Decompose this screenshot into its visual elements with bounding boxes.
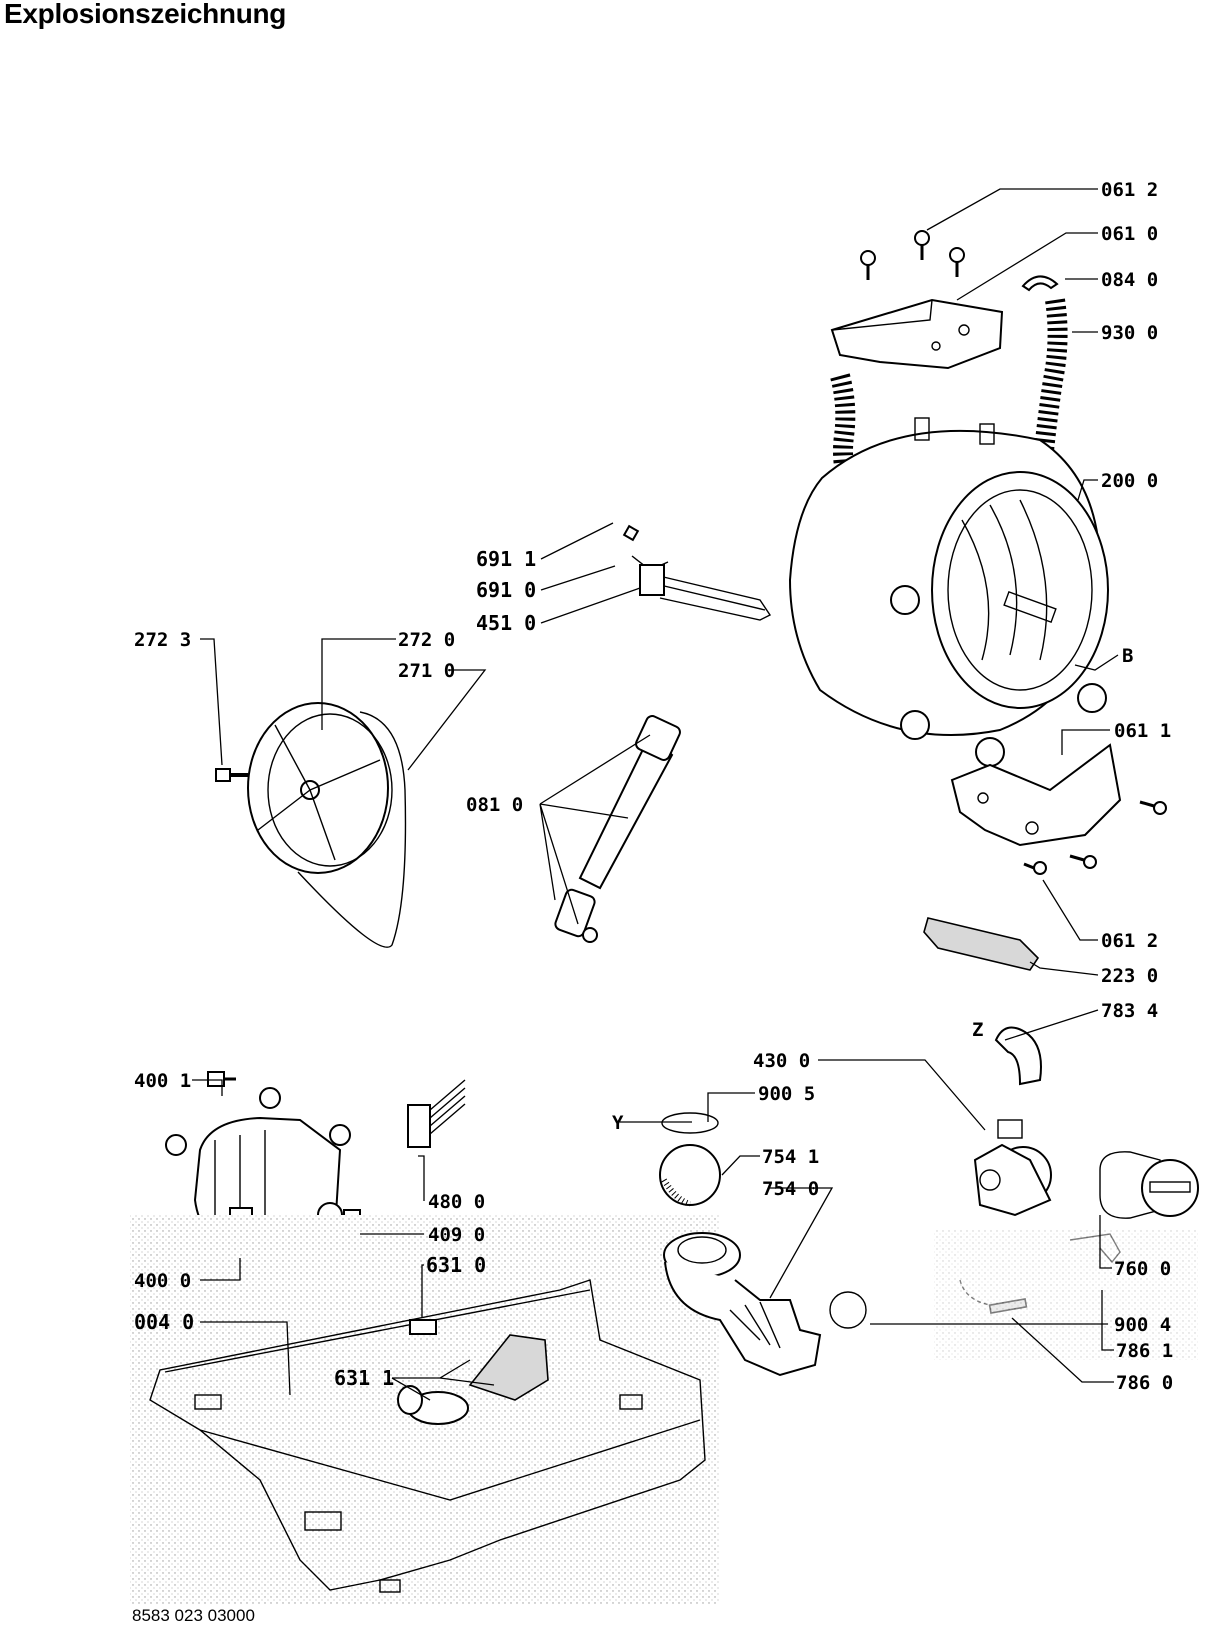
motor-connector [407,1079,466,1148]
document-number: 8583 023 03000 [132,1606,255,1625]
callout-754-0: 754 0 [762,1178,819,1200]
tub-screws [1023,800,1167,875]
callout-272-3: 272 3 [134,629,191,651]
pump-filter [1099,1151,1199,1219]
callout-061-2-bottom: 061 2 [1101,930,1158,952]
callout-631-1: 631 1 [334,1366,394,1390]
drain-pump [973,1119,1052,1217]
washer-tub [788,417,1109,767]
callout-004-0: 004 0 [134,1310,194,1334]
callout-084-0: 084 0 [1101,269,1158,291]
page-title: Explosionszeichnung [4,0,287,29]
callout-691-0: 691 0 [476,578,536,602]
callout-631-0: 631 0 [426,1253,486,1277]
callout-223-0: 223 0 [1101,965,1158,987]
callout-900-5: 900 5 [758,1083,815,1105]
callout-081-0: 081 0 [466,794,523,816]
callout-200-0: 200 0 [1101,470,1158,492]
callout-272-0: 272 0 [398,629,455,651]
callout-783-4: 783 4 [1101,1000,1158,1022]
pump-elbow-hose [994,1026,1042,1086]
clip-part [1021,275,1059,292]
counterweight-top [830,298,1004,370]
pulley-bolt [215,768,248,782]
drum-pulley [247,702,393,874]
callout-786-0: 786 0 [1116,1372,1173,1394]
callout-900-4: 900 4 [1114,1314,1171,1336]
filter-ring-and-ball [659,1112,721,1207]
callout-Z: Z [972,1019,983,1041]
sensor-part [934,1230,1198,1360]
callout-786-1: 786 1 [1116,1340,1173,1362]
callout-400-0: 400 0 [134,1270,191,1292]
callout-400-1: 400 1 [134,1070,191,1092]
lifter-paddle [923,917,1040,971]
leader-lines [192,188,1119,1401]
tub-weight-bottom [950,743,1122,847]
base-plate [130,1215,720,1605]
callout-451-0: 451 0 [476,611,536,635]
heater-element [622,524,772,621]
callout-480-0: 480 0 [428,1191,485,1213]
callout-Y: Y [612,1112,624,1134]
callout-760-0: 760 0 [1114,1258,1171,1280]
callout-labels: 061 2 061 0 084 0 930 0 200 0 B 061 1 06… [134,179,1173,1394]
callout-430-0: 430 0 [753,1050,810,1072]
callout-061-1: 061 1 [1114,720,1171,742]
drive-belt [297,711,407,948]
callout-691-1: 691 1 [476,547,536,571]
callout-271-0: 271 0 [398,660,455,682]
callout-930-0: 930 0 [1101,322,1158,344]
callout-061-0: 061 0 [1101,223,1158,245]
callout-754-1: 754 1 [762,1146,819,1168]
drain-hose [663,1232,822,1377]
callout-B: B [1122,645,1133,667]
callout-409-0: 409 0 [428,1224,485,1246]
hose-clamp [829,1291,867,1329]
top-screws [860,230,965,280]
suspension-springs [830,298,1068,567]
callout-061-2-top: 061 2 [1101,179,1158,201]
